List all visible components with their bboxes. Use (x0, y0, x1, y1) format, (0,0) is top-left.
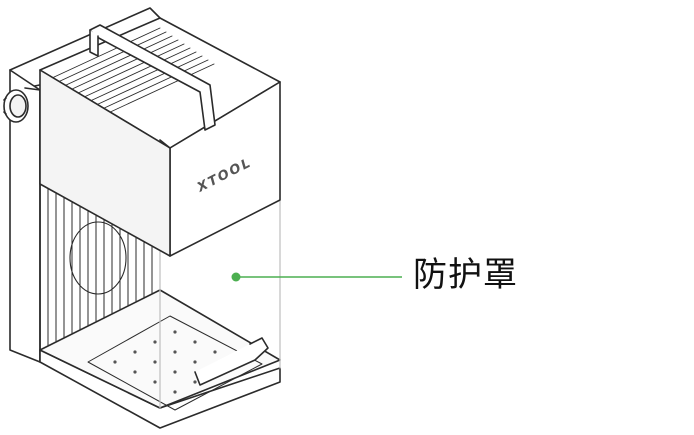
callout-label: 防护罩 (413, 255, 518, 295)
carry-handle (89, 24, 216, 131)
top-lid (39, 17, 281, 257)
callout-pointer (231, 272, 402, 282)
dial-knob (3, 89, 29, 123)
